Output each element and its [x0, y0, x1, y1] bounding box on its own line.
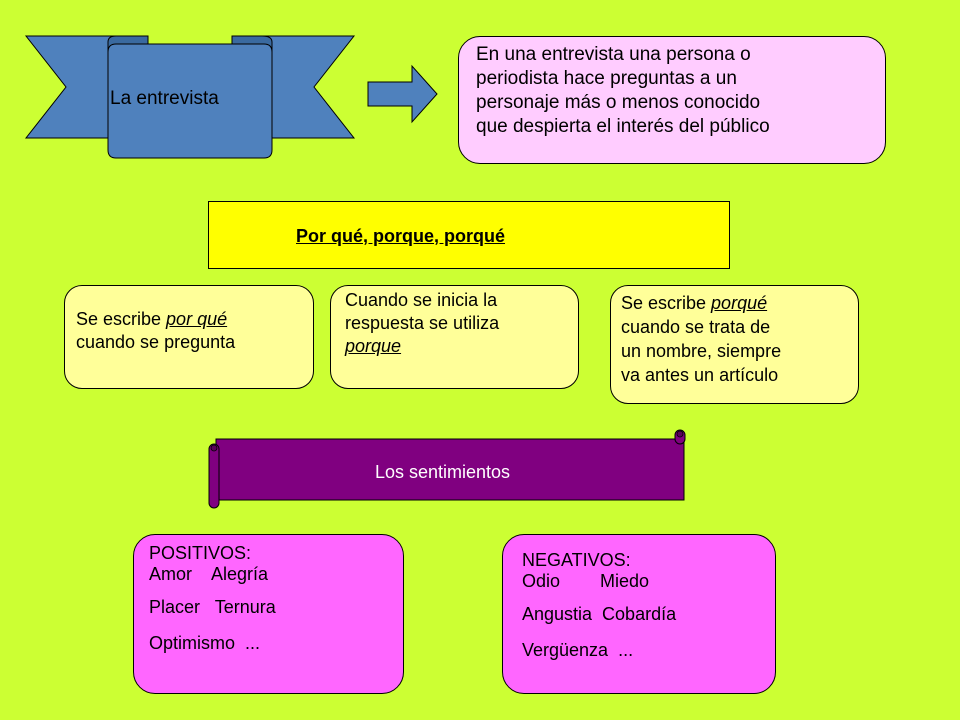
banner-label: La entrevista: [110, 88, 219, 109]
rule-line: Se escribe por qué: [76, 308, 305, 331]
positive-feelings-box: POSITIVOS: Amor Alegría Placer Ternura O…: [133, 534, 404, 694]
section-title: Por qué, porque, porqué: [296, 226, 506, 246]
positive-heading: POSITIVOS:: [149, 543, 252, 563]
definition-line: que despierta el interés del público: [476, 116, 770, 137]
rule-text: Se escribe: [621, 293, 712, 313]
rule-term: porqué: [711, 293, 768, 313]
rule-term: por qué: [166, 309, 228, 329]
scroll-label: Los sentimientos: [374, 462, 511, 482]
rule-line: va antes un artículo: [621, 365, 779, 385]
negative-heading: NEGATIVOS:: [522, 550, 631, 570]
definition-line: personaje más o menos conocido: [476, 92, 761, 113]
rule-text: Se escribe: [76, 309, 167, 329]
rule-line: Cuando se inicia la: [345, 290, 498, 310]
positive-row: Amor Alegría: [149, 564, 269, 584]
negative-row: Odio Miedo: [522, 571, 650, 591]
rule-line: un nombre, siempre: [621, 341, 782, 361]
title-box: Por qué, porque, porqué: [208, 201, 730, 269]
rule-line: cuando se pregunta: [76, 332, 236, 352]
positive-row: Optimismo ...: [149, 633, 261, 653]
definition-line: periodista hace preguntas a un: [476, 68, 737, 89]
rule-box-porque-noun: Se escribe porqué cuando se trata de un …: [610, 285, 859, 404]
rule-line: cuando se trata de: [621, 317, 771, 337]
definition-box: En una entrevista una persona o periodis…: [458, 36, 886, 164]
rule-line: respuesta se utiliza: [345, 313, 500, 333]
negative-row: Angustia Cobardía: [522, 604, 677, 624]
definition-line: En una entrevista una persona o: [476, 44, 751, 65]
negative-feelings-box: NEGATIVOS: Odio Miedo Angustia Cobardía …: [502, 534, 776, 694]
rule-term: porque: [345, 336, 402, 356]
rule-box-por-que: Se escribe por qué cuando se pregunta: [64, 285, 314, 389]
rule-line: Se escribe porqué: [621, 291, 850, 315]
rule-box-porque: Cuando se inicia la respuesta se utiliza…: [330, 285, 579, 389]
negative-row: Vergüenza ...: [522, 640, 634, 660]
positive-row: Placer Ternura: [149, 597, 276, 617]
